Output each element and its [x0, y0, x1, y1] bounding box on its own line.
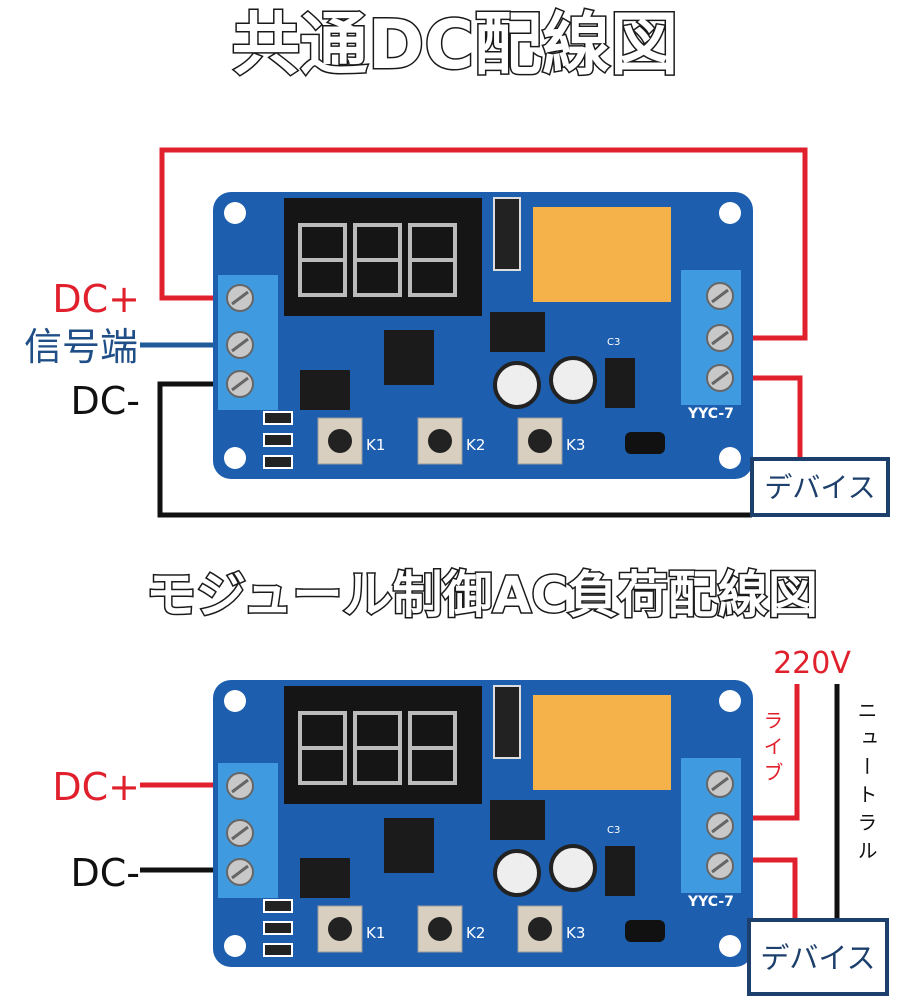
- smd-component: [263, 899, 293, 913]
- capacitor: [493, 849, 541, 897]
- screw-slot: [231, 337, 249, 353]
- capacitor-label: C3: [607, 337, 620, 348]
- smd-component: [263, 943, 293, 957]
- mounting-hole: [224, 690, 246, 712]
- microcontroller-chip: [384, 330, 434, 385]
- push-button-cap: [328, 917, 352, 941]
- button-label: K2: [466, 436, 485, 454]
- jumper: [625, 432, 665, 454]
- optocoupler: [490, 312, 545, 352]
- label-dc-plus: DC+: [52, 277, 140, 321]
- screw-slot: [711, 370, 729, 386]
- label-dc-minus-2: DC-: [70, 851, 140, 895]
- push-button-cap: [528, 429, 552, 453]
- label-live: ライブ: [760, 710, 784, 788]
- capacitor: [549, 844, 597, 892]
- button-label: K3: [566, 924, 585, 942]
- mounting-hole: [719, 202, 741, 224]
- button-label: K1: [366, 436, 385, 454]
- mounting-hole: [719, 447, 741, 469]
- screw-slot: [711, 288, 729, 304]
- voltage-regulator: [605, 358, 635, 408]
- button-label: K1: [366, 924, 385, 942]
- mounting-hole: [224, 935, 246, 957]
- screw-slot: [711, 858, 729, 874]
- seven-segment-display: [284, 686, 482, 804]
- voltage-regulator: [605, 846, 635, 896]
- smd-component: [263, 411, 293, 425]
- device-box-1: デバイス: [750, 457, 890, 517]
- mounting-hole: [224, 202, 246, 224]
- screw-slot: [711, 776, 729, 792]
- seven-segment-display: [284, 198, 482, 316]
- button-label: K3: [566, 436, 585, 454]
- label-neutral: ニュートラル: [854, 700, 878, 868]
- optocoupler: [300, 370, 350, 410]
- smd-component: [263, 433, 293, 447]
- button-label: K2: [466, 924, 485, 942]
- screw-slot: [231, 864, 249, 880]
- header-pins: [493, 197, 521, 271]
- smd-component: [263, 921, 293, 935]
- push-button-cap: [428, 429, 452, 453]
- diagram-2-title: モジュール制御AC負荷配線図: [146, 566, 818, 624]
- diagram-1-title: 共通DC配線図: [232, 6, 678, 85]
- relay: [533, 207, 671, 302]
- microcontroller-chip: [384, 818, 434, 873]
- device-box-2: デバイス: [747, 918, 889, 996]
- board-model-label: YYC-7: [687, 406, 734, 422]
- screw-slot: [231, 825, 249, 841]
- push-button-cap: [428, 917, 452, 941]
- screw-slot: [231, 778, 249, 794]
- device-label-2: デバイス: [760, 941, 875, 975]
- label-dc-plus-2: DC+: [52, 765, 140, 809]
- screw-slot: [711, 818, 729, 834]
- optocoupler: [490, 800, 545, 840]
- capacitor-label: C3: [607, 825, 620, 836]
- mounting-hole: [224, 447, 246, 469]
- screw-slot: [711, 330, 729, 346]
- label-220v: 220V: [773, 646, 851, 681]
- push-button-cap: [328, 429, 352, 453]
- wire-dc-plus-loop: [159, 147, 808, 341]
- screw-slot: [231, 376, 249, 392]
- screw-slot: [231, 290, 249, 306]
- board-model-label: YYC-7: [687, 894, 734, 910]
- mounting-hole: [719, 935, 741, 957]
- relay: [533, 695, 671, 790]
- capacitor: [549, 356, 597, 404]
- capacitor: [493, 361, 541, 409]
- jumper: [625, 920, 665, 942]
- push-button-K1: [317, 417, 363, 465]
- mounting-hole: [719, 690, 741, 712]
- label-signal: 信号端: [24, 325, 138, 369]
- wire-dc-minus: [157, 381, 752, 518]
- device-label-1: デバイス: [764, 471, 875, 504]
- optocoupler: [300, 858, 350, 898]
- label-dc-minus: DC-: [70, 379, 140, 423]
- header-pins: [493, 685, 521, 759]
- smd-component: [263, 455, 293, 469]
- push-button-cap: [528, 917, 552, 941]
